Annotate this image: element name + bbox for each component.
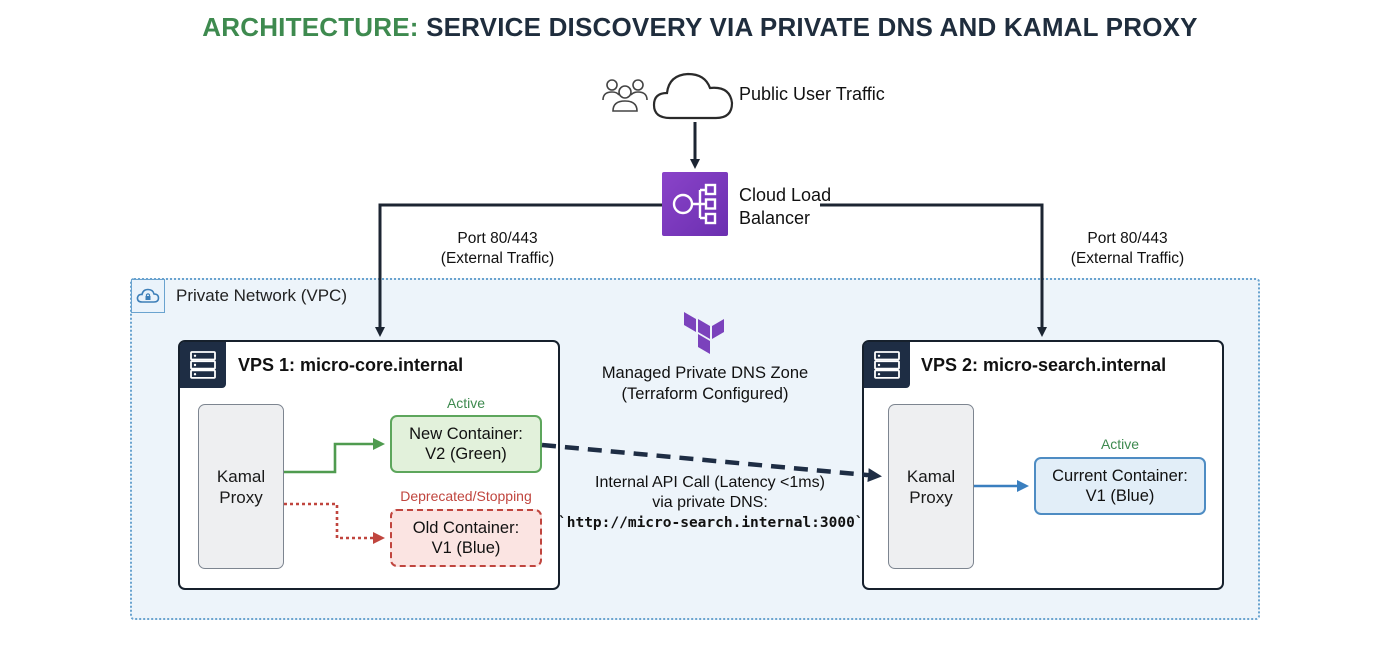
- left-port-line2: (External Traffic): [440, 250, 555, 267]
- deprecated-label: Deprecated/Stopping: [400, 488, 532, 504]
- vps1-proxy-line2: Proxy: [219, 487, 263, 507]
- new-container-line1: New Container:: [409, 425, 523, 443]
- old-container-v1: Old Container: V1 (Blue): [390, 509, 542, 567]
- left-port-label: Port 80/443 (External Traffic): [420, 229, 575, 269]
- vps1-active-label: Active: [446, 395, 486, 411]
- dns-line1: Managed Private DNS Zone: [601, 364, 809, 382]
- server-icon: [180, 342, 226, 388]
- right-port-line1: Port 80/443: [1087, 230, 1168, 247]
- lb-label-line2: Balancer: [739, 208, 811, 228]
- proxy-to-new-container-arrow: [284, 438, 385, 474]
- terraform-icon: [682, 311, 728, 364]
- vps2-title: VPS 2: micro-search.internal: [921, 355, 1167, 375]
- internal-api-call-arrow: [541, 442, 882, 483]
- users-icon: [602, 75, 648, 118]
- title-accent: ARCHITECTURE:: [202, 12, 419, 42]
- right-port-label: Port 80/443 (External Traffic): [1050, 229, 1205, 269]
- diagram-title: ARCHITECTURE: SERVICE DISCOVERY VIA PRIV…: [0, 12, 1400, 43]
- vps2-active-label: Active: [1100, 436, 1140, 452]
- current-container-line2: V1 (Blue): [1085, 487, 1155, 505]
- vps2-proxy-line1: Kamal: [906, 466, 956, 486]
- cloud-lock-icon: [131, 279, 165, 313]
- load-balancer-icon: [662, 172, 728, 236]
- load-balancer-label: Cloud Load Balancer: [739, 184, 831, 230]
- current-container-line1: Current Container:: [1052, 467, 1188, 485]
- new-container-v2: New Container: V2 (Green): [390, 415, 542, 473]
- vps1-title: VPS 1: micro-core.internal: [238, 355, 464, 375]
- old-container-line1: Old Container:: [412, 519, 520, 537]
- vpc-label: Private Network (VPC): [176, 286, 347, 305]
- lb-label-line1: Cloud Load: [739, 185, 832, 205]
- left-port-line1: Port 80/443: [457, 230, 538, 247]
- cloud-icon: [650, 66, 736, 127]
- api-call-url: `http://micro-search.internal:3000`: [558, 515, 864, 531]
- old-container-line2: V1 (Blue): [431, 539, 501, 557]
- vps1-proxy-line1: Kamal: [216, 466, 266, 486]
- right-port-line2: (External Traffic): [1070, 250, 1185, 267]
- proxy-to-old-container-arrow: [284, 502, 385, 544]
- api-call-line1: Internal API Call (Latency <1ms): [595, 474, 825, 491]
- new-container-line2: V2 (Green): [425, 445, 507, 463]
- vps2-proxy-line2: Proxy: [909, 487, 953, 507]
- title-main: SERVICE DISCOVERY VIA PRIVATE DNS AND KA…: [418, 12, 1198, 42]
- server-icon: [864, 342, 910, 388]
- api-call-line2: via private DNS:: [652, 494, 768, 511]
- dns-line2: (Terraform Configured): [621, 385, 789, 403]
- lb-to-vps1-arrow: [375, 203, 662, 337]
- public-traffic-label: Public User Traffic: [739, 84, 885, 104]
- lb-to-vps2-arrow: [820, 203, 1047, 337]
- current-container-v1: Current Container: V1 (Blue): [1034, 457, 1206, 515]
- dns-zone-label: Managed Private DNS Zone (Terraform Conf…: [575, 363, 835, 405]
- api-call-label: Internal API Call (Latency <1ms) via pri…: [558, 473, 864, 533]
